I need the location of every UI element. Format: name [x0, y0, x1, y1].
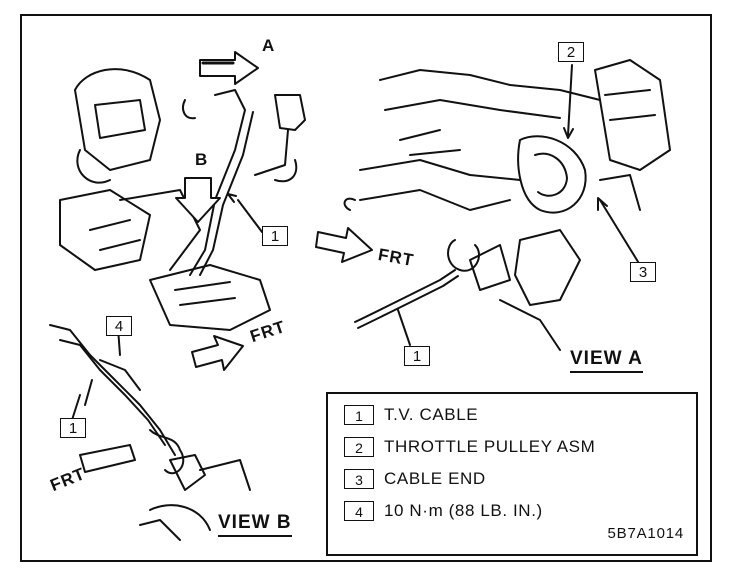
callout-1-view-a: 1	[404, 346, 433, 369]
callout-3: 3	[630, 262, 659, 285]
legend-number: 2	[344, 437, 374, 457]
figure-code: 5B7A1014	[607, 525, 684, 542]
callout-1-upper: 1	[262, 226, 291, 249]
legend-number: 3	[344, 469, 374, 489]
view-a-title: VIEW A	[570, 348, 643, 373]
callout-4: 4	[106, 316, 135, 339]
callout-2: 2	[558, 42, 587, 65]
legend-text: T.V. CABLE	[384, 405, 479, 424]
view-label-a-marker: A	[262, 36, 276, 55]
legend-box: 1 T.V. CABLE 2 THROTTLE PULLEY ASM 3 CAB…	[326, 392, 698, 556]
legend-item: 1 T.V. CABLE	[344, 402, 478, 428]
legend-text: CABLE END	[384, 469, 486, 488]
legend-item: 4 10 N·m (88 LB. IN.)	[344, 498, 543, 524]
legend-item: 3 CABLE END	[344, 466, 486, 492]
legend-text: 10 N·m (88 LB. IN.)	[384, 501, 543, 520]
diagram-frame	[20, 14, 712, 562]
view-b-title: VIEW B	[218, 512, 292, 537]
callout-1-lower: 1	[60, 418, 89, 441]
legend-text: THROTTLE PULLEY ASM	[384, 437, 596, 456]
legend-number: 4	[344, 501, 374, 521]
legend-number: 1	[344, 405, 374, 425]
legend-item: 2 THROTTLE PULLEY ASM	[344, 434, 595, 460]
view-label-b-marker: B	[195, 150, 209, 169]
